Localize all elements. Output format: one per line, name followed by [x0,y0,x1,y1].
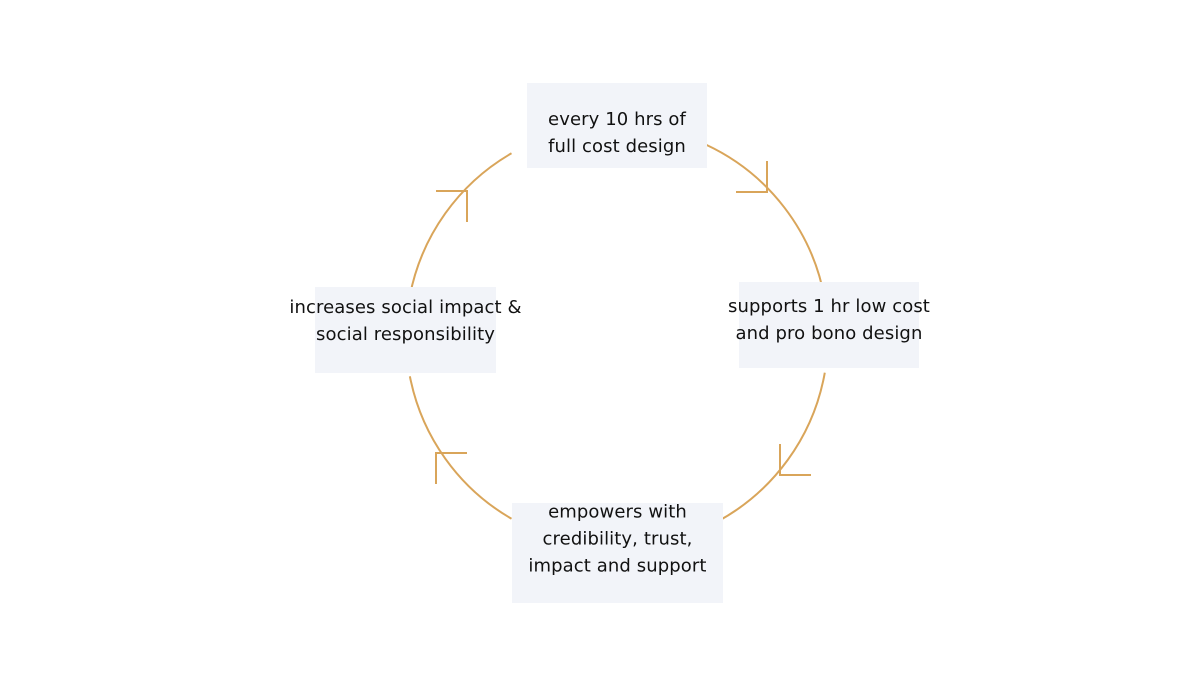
arc-bottom-left [408,376,513,520]
cycle-arrows [435,161,811,484]
arc-top-right [705,143,826,300]
arrow-top-left [436,190,468,222]
cycle-node-bottom-label: empowers with credibility, trust, impact… [528,501,707,577]
cycle-node-right: supports 1 hr low cost and pro bono desi… [728,282,930,368]
cycle-node-bottom: empowers with credibility, trust, impact… [512,502,723,603]
cycle-node-top: every 10 hrs of full cost design [527,83,707,168]
arrow-top-right [736,161,768,193]
arc-left-top [408,152,513,296]
arc-right-bottom [715,372,826,524]
cycle-node-right-label: supports 1 hr low cost and pro bono desi… [728,296,930,344]
arrow-bottom-right [779,444,811,476]
cycle-arcs [408,143,826,524]
arrow-bottom-left [435,452,467,484]
cycle-node-top-label: every 10 hrs of full cost design [548,109,686,157]
cycle-node-left: increases social impact & social respons… [289,287,522,373]
cycle-node-left-label: increases social impact & social respons… [289,297,522,345]
